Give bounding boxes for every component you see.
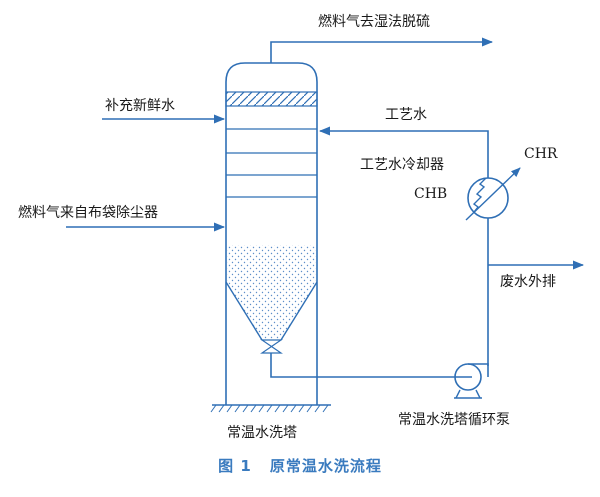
label-process-water: 工艺水: [385, 107, 427, 123]
circulation-pump-icon: [453, 363, 489, 399]
label-fuel-gas-outlet: 燃料气去湿法脱硫: [318, 14, 430, 30]
label-makeup-water: 补充新鲜水: [105, 98, 175, 114]
figure-number: 图 1: [218, 457, 252, 475]
scrubber-tower-vessel: [210, 62, 331, 413]
figure-title: 原常温水洗流程: [269, 457, 382, 475]
label-chb: CHB: [414, 186, 448, 202]
label-process-water-cooler: 工艺水冷却器: [360, 157, 444, 173]
heat-exchanger-icon: [465, 167, 521, 221]
label-circulation-pump: 常温水洗塔循环泵: [398, 412, 510, 428]
label-scrubber-tower: 常温水洗塔: [227, 425, 297, 441]
label-fuel-gas-inlet: 燃料气来自布袋除尘器: [18, 205, 158, 221]
tower-to-pump-line: [270, 353, 453, 378]
bottom-valve: [260, 339, 283, 354]
gas-outlet-line: [270, 37, 494, 63]
cone-right: [280, 281, 318, 341]
cone-left: [225, 281, 263, 341]
label-wastewater-discharge: 废水外排: [500, 274, 556, 290]
liquid-sump: [227, 245, 316, 340]
packing-layer: [225, 91, 318, 107]
ground-hatching: [210, 404, 329, 413]
process-water-return-line: [318, 126, 489, 366]
label-chr: CHR: [524, 146, 558, 162]
figure-caption: 图 1 原常温水洗流程: [0, 455, 600, 476]
